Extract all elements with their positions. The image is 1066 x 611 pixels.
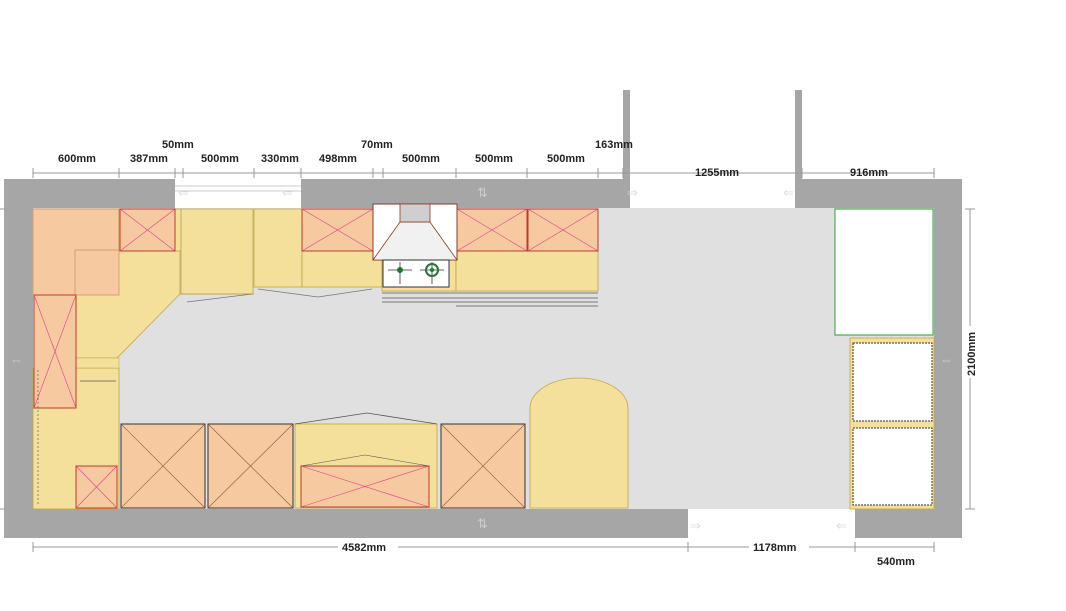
side-dimensions: 2100mm	[963, 208, 978, 510]
base-cabinet-330	[253, 208, 303, 288]
dim-label: 50mm	[162, 139, 194, 151]
wall-cabinet-left-tall	[33, 294, 77, 409]
door-post-left-step	[615, 179, 630, 189]
hob-icon	[382, 259, 450, 288]
dim-label: 500mm	[547, 153, 585, 165]
base-cabinet-500a	[180, 208, 254, 295]
door-swing	[366, 412, 438, 425]
top-dim-ticks	[32, 168, 935, 178]
wall-cabinet-500c	[527, 208, 599, 252]
label-bg	[749, 539, 809, 553]
island-table	[529, 377, 629, 509]
left-worktop-gap	[75, 357, 120, 369]
label-bg	[963, 326, 977, 378]
top-dimensions: 600mm 387mm 50mm 500mm 330mm 498mm 70mm …	[32, 139, 935, 179]
arrow-left-icon: ⇐	[836, 518, 847, 533]
dim-label: 498mm	[319, 153, 357, 165]
dim-label: 163mm	[595, 139, 633, 151]
door-opening-top-right	[623, 179, 802, 208]
cooker-hood-icon	[372, 203, 458, 261]
dim-label: 330mm	[261, 153, 299, 165]
door-post-left	[623, 90, 630, 208]
left-run	[32, 294, 120, 510]
dim-label: 500mm	[201, 153, 239, 165]
wall-cabinet-500b	[456, 208, 528, 252]
dim-label: 600mm	[58, 153, 96, 165]
arrow-updown-icon: ⇅	[477, 185, 488, 200]
corner-wall-cabinet	[32, 208, 120, 296]
dim-label: 916mm	[850, 167, 888, 179]
wall-cabinet-387	[119, 208, 176, 252]
dim-label: 387mm	[130, 153, 168, 165]
window-opening-top-left	[175, 179, 301, 208]
arrow-leftright-icon: ⇔	[940, 352, 953, 367]
arrow-right-icon: ⇒	[627, 185, 638, 200]
door-swing	[317, 288, 373, 298]
bottom-run	[120, 377, 629, 509]
dim-label: 540mm	[877, 556, 915, 568]
wall-cabinet-bottom-wide	[300, 454, 430, 508]
base-cabinet-bottom-4	[440, 423, 526, 509]
arrow-updown-icon: ⇅	[477, 516, 488, 531]
base-cabinet-bottom-2	[207, 423, 294, 509]
dim-label: 1255mm	[695, 167, 739, 179]
bottom-dimensions: 4582mm 1178mm 540mm	[32, 539, 935, 568]
arrow-leftright-icon: ⇔	[10, 352, 23, 367]
oven-lower	[852, 427, 933, 506]
door-swing	[186, 293, 253, 303]
dim-label: 70mm	[361, 139, 393, 151]
dim-label: 4582mm	[342, 542, 386, 554]
dim-label: 500mm	[475, 153, 513, 165]
base-cabinet-bottom-1	[120, 423, 206, 509]
wall-cabinet-left-small	[75, 465, 118, 509]
corner-cabinet-edge	[74, 249, 119, 295]
door-post-right-step	[795, 179, 810, 189]
door-swing	[294, 412, 368, 425]
arrow-left-icon: ⇐	[178, 185, 189, 200]
dim-label: 2100mm	[966, 332, 978, 376]
arrow-right-icon: ⇒	[690, 518, 701, 533]
door-opening-bottom-right	[688, 509, 855, 538]
dim-label: 500mm	[402, 153, 440, 165]
wall-cabinet-498	[301, 208, 374, 252]
arrow-left-icon: ⇐	[783, 185, 794, 200]
left-dim-stub	[0, 208, 4, 510]
dim-label: 1178mm	[753, 542, 797, 554]
arrow-left-icon: ⇐	[282, 185, 293, 200]
right-appliances	[834, 208, 935, 510]
door-swing	[257, 288, 319, 298]
label-bg	[338, 539, 398, 553]
top-wall-cabinets	[119, 208, 599, 252]
door-post-right	[795, 90, 802, 208]
oven-upper	[852, 342, 933, 422]
fridge-unit	[834, 208, 934, 336]
